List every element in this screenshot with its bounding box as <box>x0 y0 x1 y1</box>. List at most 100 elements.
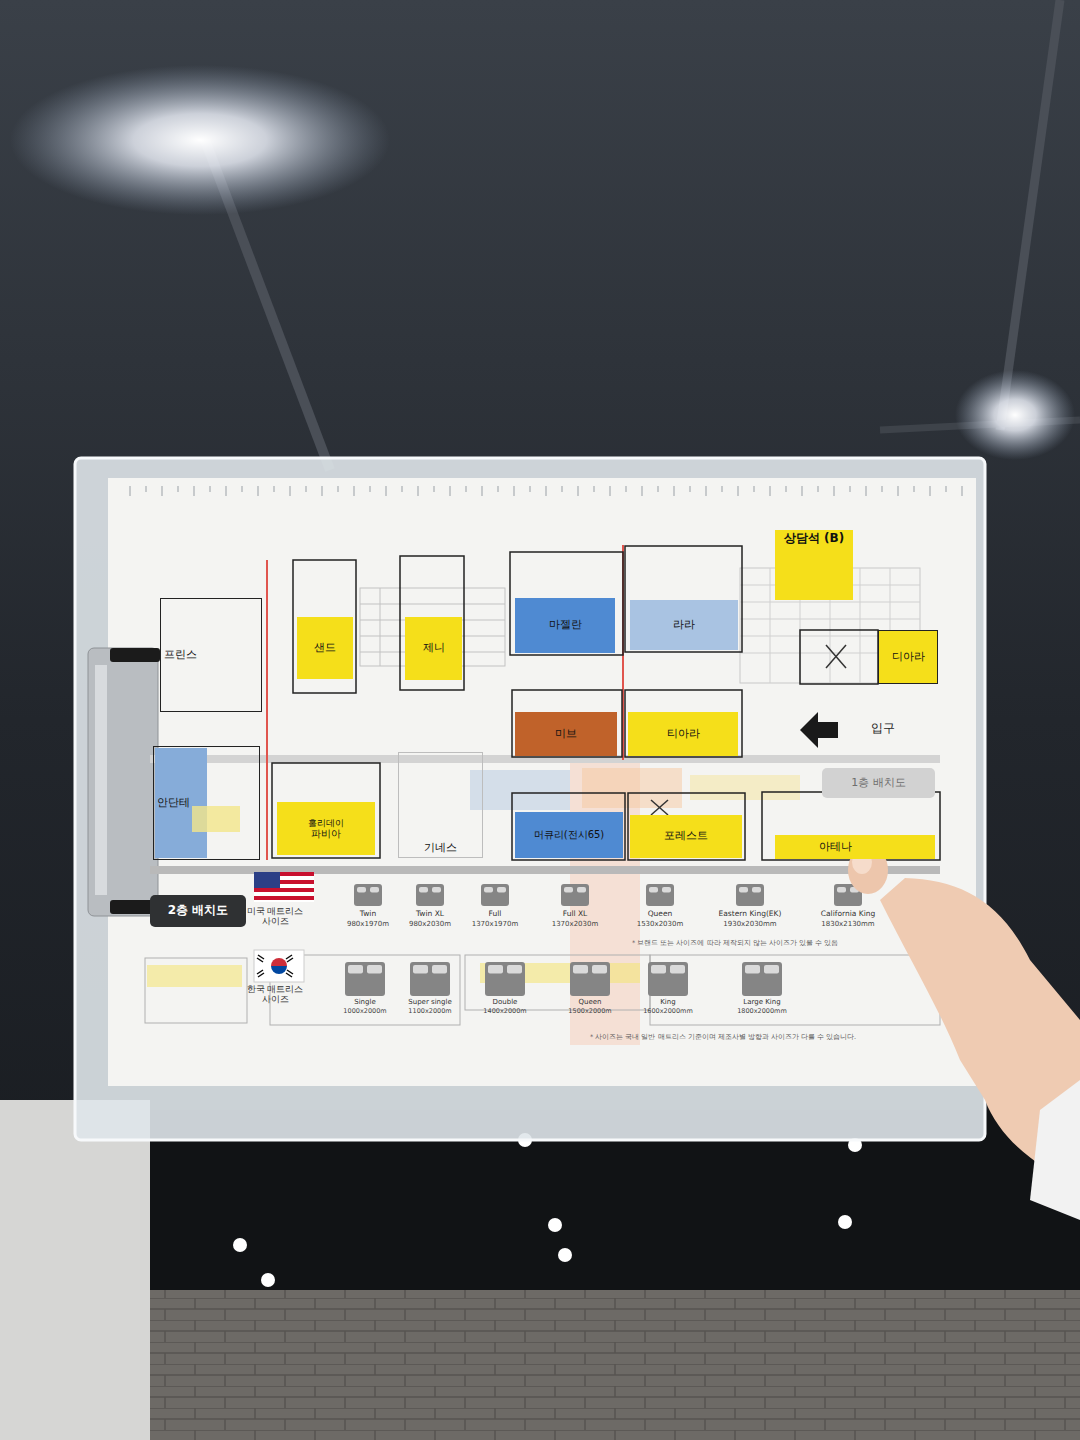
mattress-icon <box>752 887 761 893</box>
booth: 머큐리(전시65) <box>515 812 623 858</box>
size-label: Twin <box>323 909 413 918</box>
ruler-ticks <box>226 486 227 496</box>
ruler-ticks <box>162 486 163 496</box>
size-table-outline <box>145 958 247 1023</box>
ruler-ticks <box>418 486 419 496</box>
floor-tag: 1층 배치도 <box>822 768 935 798</box>
node-label: 디아라 <box>892 651 925 664</box>
mattress-icon <box>646 884 674 906</box>
ruler-ticks <box>610 486 611 496</box>
node-label: 머큐리(전시65) <box>534 829 605 841</box>
ruler-ticks <box>962 486 963 496</box>
mattress-icon <box>573 965 588 974</box>
mattress-icon <box>481 884 509 906</box>
size-label: 미국 매트리스 사이즈 <box>246 906 304 926</box>
node-label: 라라 <box>673 619 695 632</box>
spotlight <box>233 1133 862 1287</box>
mattress-icon <box>432 965 447 974</box>
size-label: Double <box>460 998 550 1006</box>
spotlight <box>558 1248 572 1262</box>
mattress-icon <box>736 884 764 906</box>
bleed-through-tint <box>582 768 682 808</box>
size-label: 1370x2030m <box>530 920 620 928</box>
mattress-icon <box>662 887 671 893</box>
ruler-ticks <box>674 486 675 496</box>
size-label: Full <box>450 909 540 918</box>
ruler-ticks <box>354 486 355 496</box>
ruler-ticks <box>642 486 643 496</box>
ruler-ticks <box>274 486 275 492</box>
booth: 디아라 <box>878 630 938 684</box>
korea-flag <box>271 958 287 966</box>
ceiling-rail <box>1000 0 1060 430</box>
size-label: * 사이즈는 국내 일반 매트리스 기준이며 제조사별 방향과 사이즈가 다를 … <box>590 1034 965 1042</box>
mattress-icon <box>745 965 760 974</box>
booth-outline <box>272 763 380 858</box>
size-label: 980x2030m <box>385 920 475 928</box>
booth-outline <box>512 690 622 757</box>
size-label: 1930x2030mm <box>705 920 795 928</box>
node-label: 홀리데이 <box>308 818 344 828</box>
size-label: 980x1970m <box>323 920 413 928</box>
ruler-ticks <box>466 486 467 492</box>
ruler-ticks <box>130 486 131 496</box>
mattress-icon <box>345 962 385 996</box>
mattress-icon <box>367 965 382 974</box>
clipboard-clip <box>95 665 107 895</box>
node-label: 프린스 <box>164 649 197 662</box>
mattress-icon <box>739 887 748 893</box>
mattress-icon <box>570 962 610 996</box>
ruler-ticks <box>626 486 627 492</box>
mattress-icon <box>432 887 441 893</box>
size-label: Twin XL <box>385 909 475 918</box>
ruler-ticks <box>578 486 579 496</box>
mattress-icon <box>646 884 674 906</box>
ruler-ticks <box>386 486 387 496</box>
mattress-icon <box>648 962 688 996</box>
ruler-ticks <box>898 486 899 496</box>
ruler-ticks <box>770 486 771 496</box>
hand <box>848 846 1080 1220</box>
ruler-ticks <box>322 486 323 496</box>
ruler-ticks <box>194 486 195 496</box>
entrance-arrow <box>800 712 838 748</box>
ceiling-light <box>10 65 390 215</box>
booth-outline <box>512 793 625 860</box>
size-label: King <box>623 998 713 1006</box>
mattress-icon <box>764 965 779 974</box>
ruler-ticks <box>498 486 499 492</box>
mattress-icon <box>651 965 666 974</box>
mattress-icon <box>416 884 444 906</box>
size-label: 1500x2000m <box>545 1008 635 1016</box>
ruler-ticks <box>130 486 962 496</box>
booth: 안단테 <box>153 746 260 860</box>
cross-mark <box>651 800 668 815</box>
node-label: 기네스 <box>424 842 457 855</box>
mattress-icon <box>481 884 509 906</box>
node-label: 상담석 (B) <box>784 532 844 546</box>
ruler-ticks <box>482 486 483 496</box>
ceiling-rail <box>205 0 1080 470</box>
mattress-icon <box>670 965 685 974</box>
mattress-icon <box>742 962 782 996</box>
mattress-icon <box>648 962 688 996</box>
cross-mark <box>826 645 846 668</box>
bleed-through-tint <box>470 770 570 810</box>
ruler-ticks <box>930 486 931 496</box>
us-flag <box>254 888 314 892</box>
ruler-ticks <box>946 486 947 492</box>
node-label: 미브 <box>555 728 577 741</box>
ruler-ticks <box>690 486 691 492</box>
ruler-ticks <box>546 486 547 496</box>
ceiling-light <box>10 65 1075 460</box>
spotlight <box>261 1273 275 1287</box>
red-guide-line <box>267 545 623 860</box>
clipboard-clip <box>110 648 160 662</box>
ruler-ticks <box>338 486 339 492</box>
mattress-icon <box>497 887 506 893</box>
clipboard-clip <box>88 648 160 916</box>
booth: 티아라 <box>628 712 738 756</box>
mattress-icon <box>410 962 450 996</box>
